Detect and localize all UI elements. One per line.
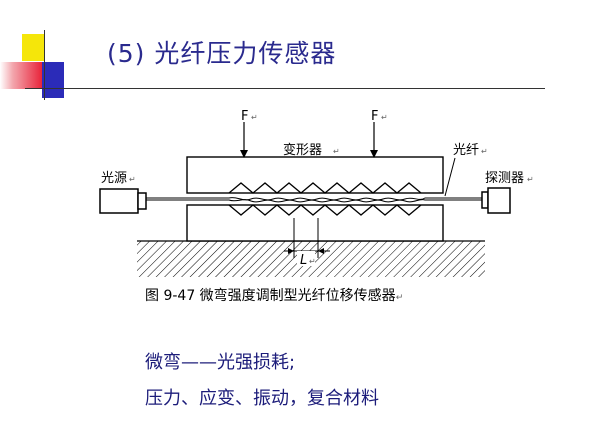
bullet-microbend-loss: 微弯——光强损耗; bbox=[145, 352, 296, 373]
upper-teeth bbox=[228, 182, 422, 194]
edit-mark-5: ↵ bbox=[129, 175, 136, 184]
label-force-left: F bbox=[241, 109, 248, 124]
lower-teeth bbox=[228, 204, 422, 216]
deco-vertical-line bbox=[44, 30, 45, 100]
page-title: (5) 光纤压力传感器 bbox=[107, 39, 337, 68]
light-source-body bbox=[99, 188, 139, 214]
edit-mark-7: ↵ bbox=[309, 257, 316, 266]
dim-label-bg bbox=[297, 251, 315, 266]
dim-arrow-right bbox=[318, 248, 324, 254]
light-source-nozzle bbox=[137, 192, 147, 210]
caption-edit-mark: ↵ bbox=[395, 293, 404, 303]
edit-mark-1: ↵ bbox=[251, 113, 258, 122]
upper-deformer-plate bbox=[186, 156, 444, 194]
dim-arrow-left bbox=[288, 248, 294, 254]
label-fiber: 光纤 bbox=[453, 143, 479, 158]
lower-deformer-plate bbox=[186, 204, 444, 242]
figure-caption: 图 9-47 微弯强度调制型光纤位移传感器↵ bbox=[145, 285, 403, 305]
force-arrowhead-left bbox=[240, 150, 248, 158]
bullet-applications: 压力、应变、振动，复合材料 bbox=[145, 388, 379, 409]
fiber-pointer bbox=[444, 157, 456, 197]
detector-body bbox=[487, 187, 511, 214]
edit-mark-4: ↵ bbox=[481, 147, 488, 156]
detector-nozzle bbox=[481, 191, 489, 209]
optical-fiber-strand bbox=[146, 199, 482, 203]
edit-mark-2: ↵ bbox=[381, 113, 388, 122]
label-deformer: 变形器 bbox=[283, 142, 322, 158]
deco-yellow-block bbox=[22, 34, 45, 61]
deco-red-block bbox=[0, 62, 42, 89]
label-length: L bbox=[300, 253, 307, 268]
force-arrowhead-right bbox=[370, 150, 378, 158]
label-force-right: F bbox=[371, 109, 378, 124]
label-light-source: 光源 bbox=[101, 171, 127, 186]
label-detector: 探测器 bbox=[485, 171, 524, 186]
edit-mark-6: ↵ bbox=[527, 175, 534, 184]
edit-mark-3: ↵ bbox=[333, 147, 340, 156]
deco-horizontal-line bbox=[25, 88, 545, 89]
caption-text: 图 9-47 微弯强度调制型光纤位移传感器 bbox=[145, 288, 396, 304]
deco-blue-block bbox=[42, 62, 64, 98]
optical-fiber bbox=[146, 197, 482, 201]
